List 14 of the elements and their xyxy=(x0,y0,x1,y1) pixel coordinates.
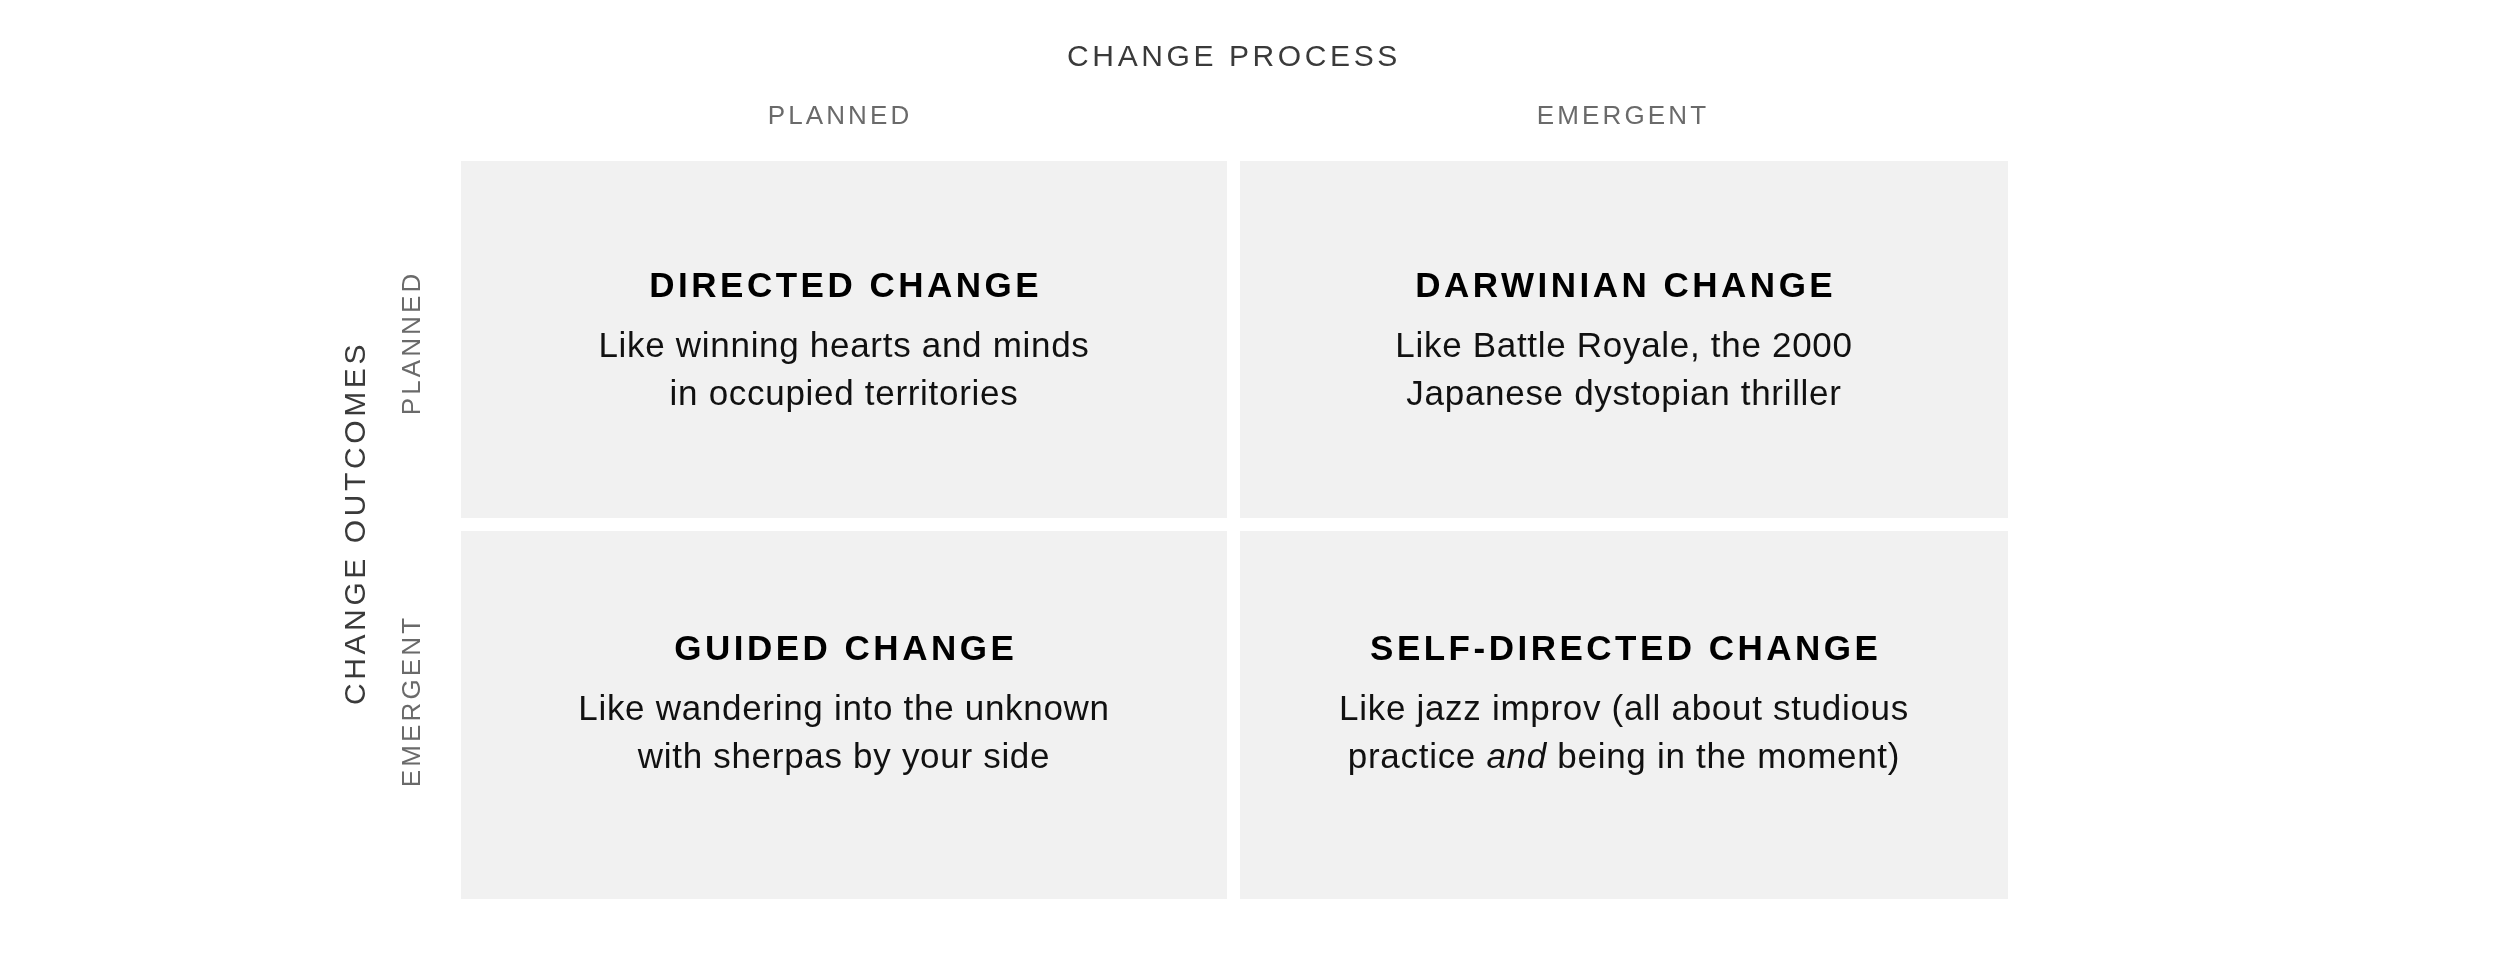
axis-title: CHANGE OUTCOMES xyxy=(338,341,372,705)
quadrant-title: SELF-DIRECTED CHANGE xyxy=(1369,627,1882,669)
axis-title: CHANGE PROCESS xyxy=(1067,39,1401,73)
quadrant-title: GUIDED CHANGE xyxy=(673,627,1018,669)
column-header: PLANNED xyxy=(767,99,913,131)
row-header: EMERGENT xyxy=(395,614,427,788)
quadrant-description: Like wandering into the unknown with sherpas by your side xyxy=(577,687,1111,777)
quadrant-title: DIRECTED CHANGE xyxy=(648,263,1043,306)
quadrant-title: DARWINIAN CHANGE xyxy=(1414,263,1837,306)
quadrant-description: Like winning hearts and minds in occupied territories xyxy=(597,323,1091,414)
column-header: EMERGENT xyxy=(1536,99,1710,131)
quadrant-description: Like Battle Royale, the 2000 Japanese dystopian thriller xyxy=(1394,323,1854,414)
row-header: PLANNED xyxy=(395,270,427,416)
quadrant-description: Like jazz improv (all about studious practice and being in the moment) xyxy=(1338,687,1910,777)
